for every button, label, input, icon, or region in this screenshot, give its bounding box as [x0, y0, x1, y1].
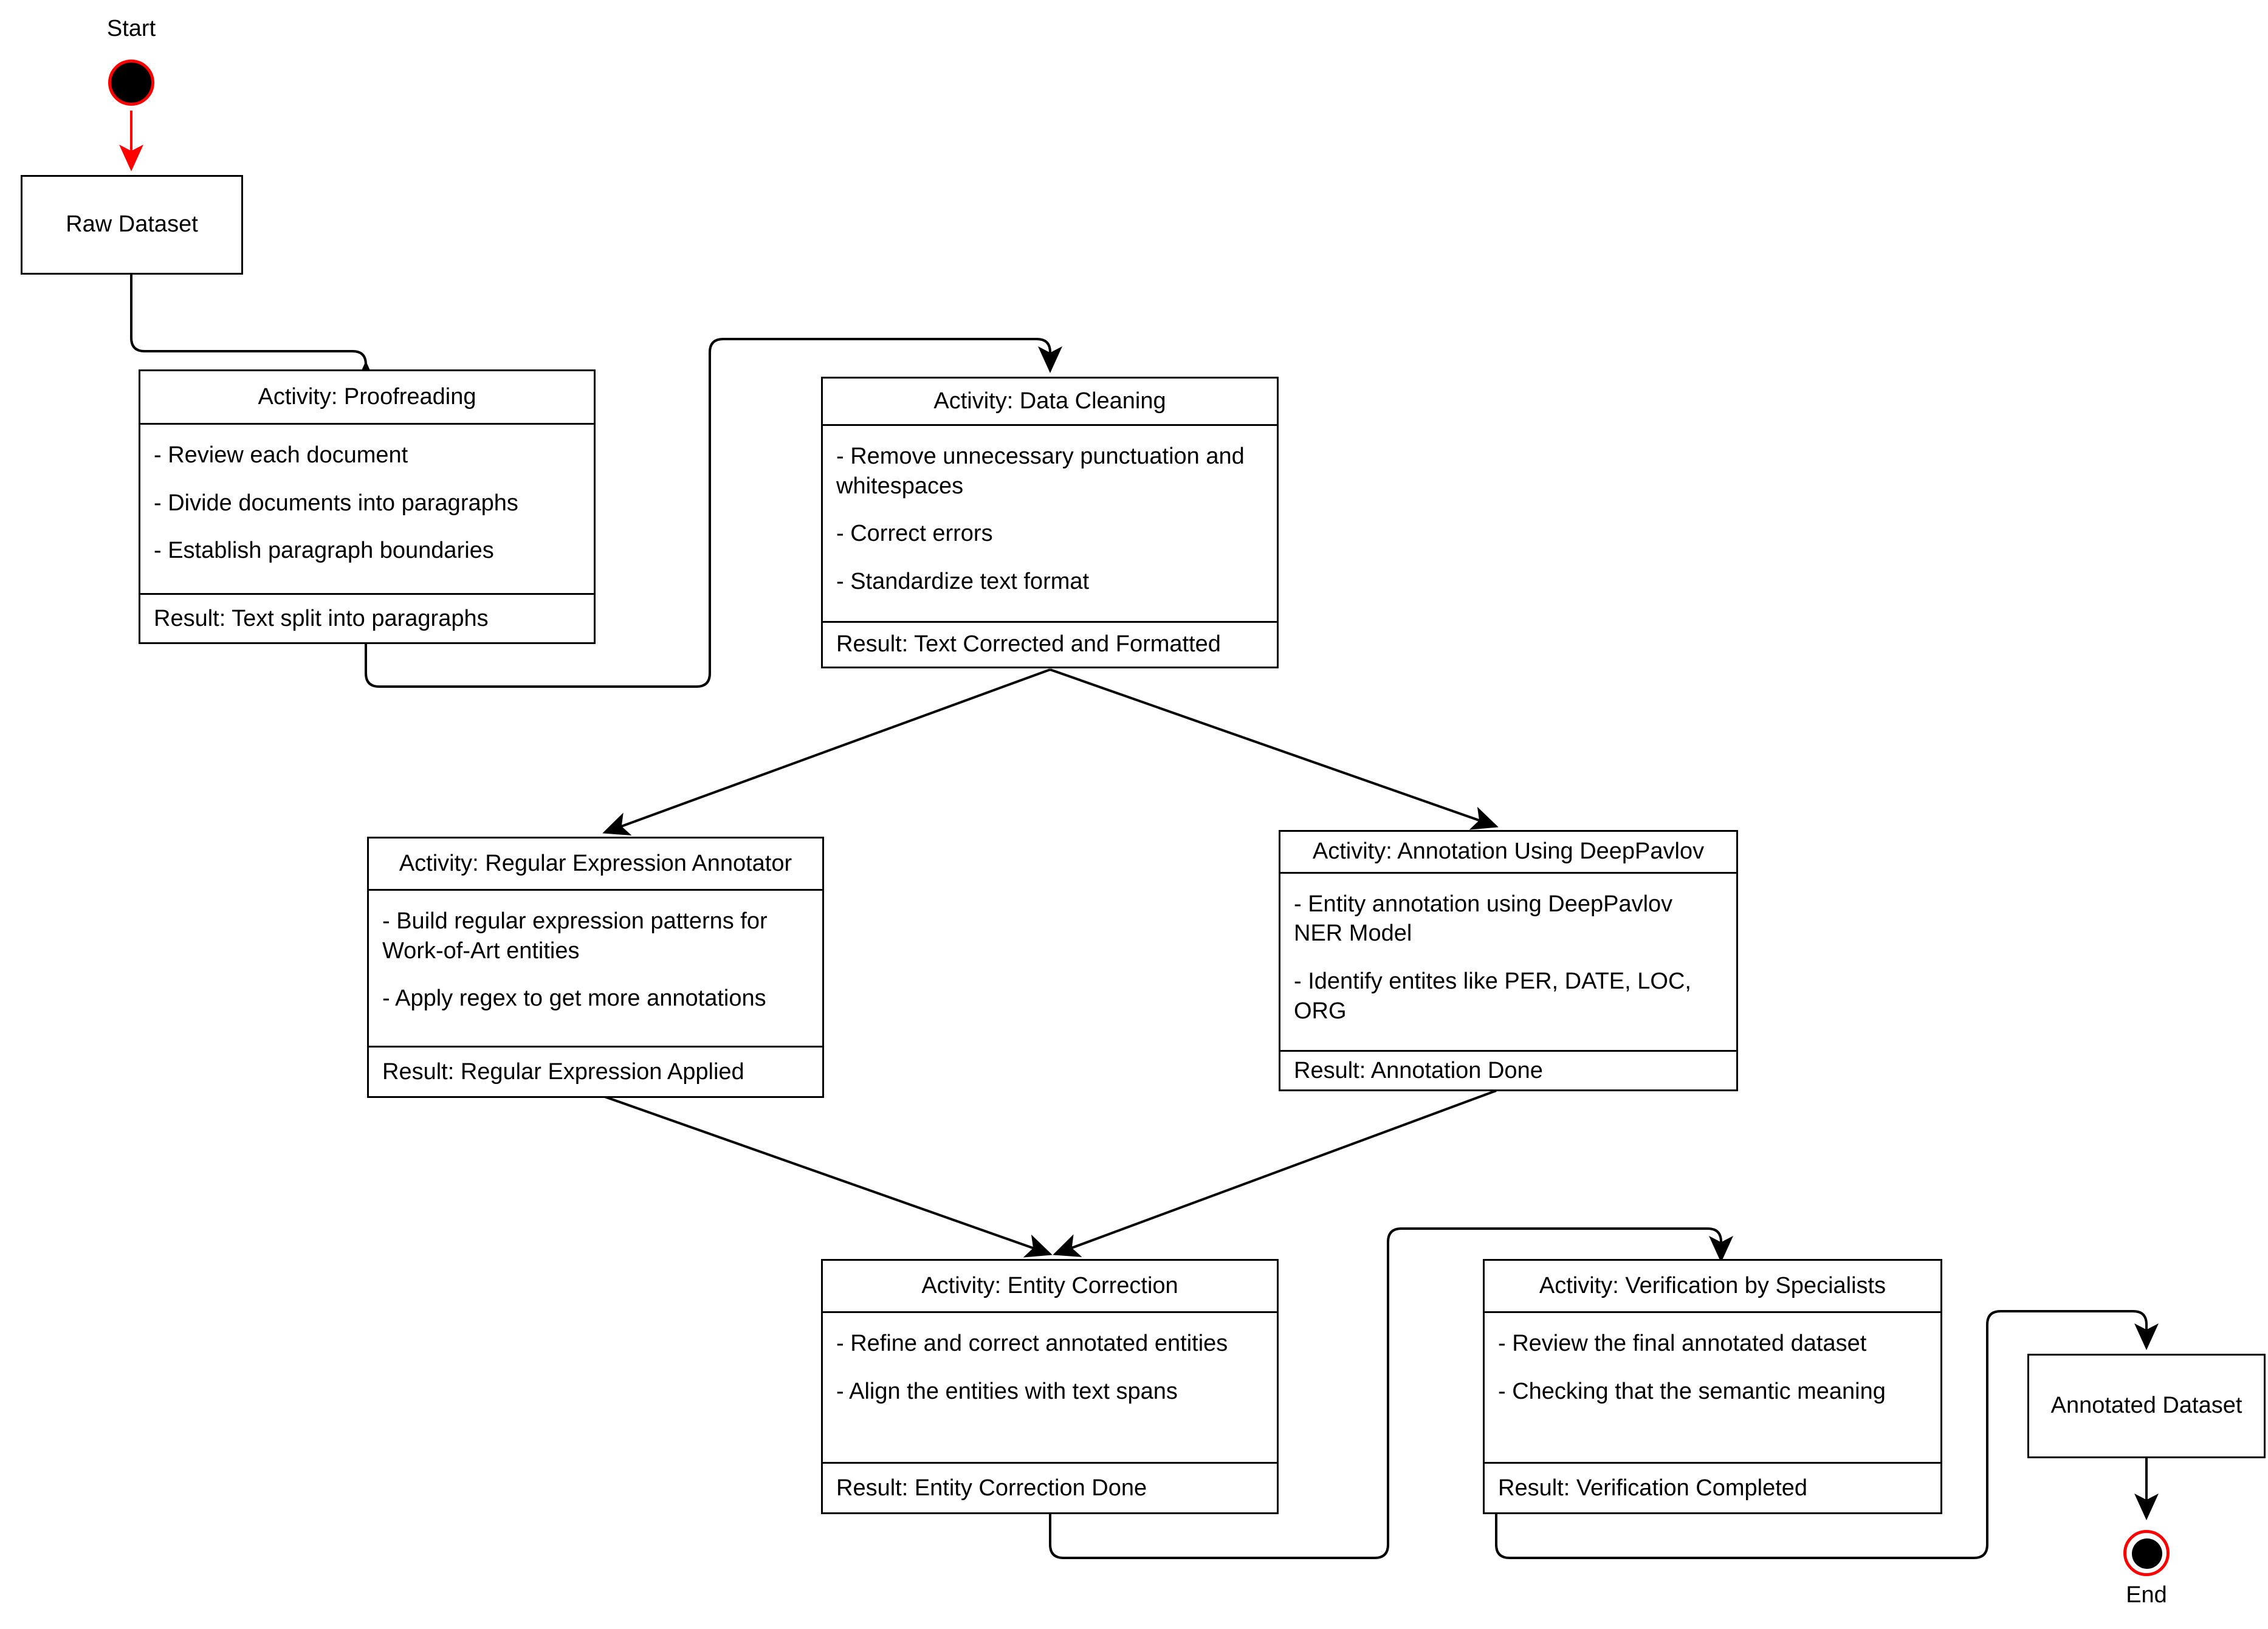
edge-data-cleaning-to-deeppavlov: [1050, 668, 1499, 830]
entity-correction-bullet-1: - Refine and correct annotated entities: [836, 1331, 1228, 1356]
verification-result: Result: Verification Completed: [1498, 1475, 1808, 1501]
entity-correction-result: Result: Entity Correction Done: [836, 1475, 1147, 1501]
data-cleaning-bullet-2: - Correct errors: [836, 521, 993, 547]
edge-raw-dataset-to-proofreading: [130, 275, 378, 388]
node-deeppavlov-annotation[interactable]: Activity: Annotation Using DeepPavlov - …: [1279, 830, 1738, 1091]
edge-regex-annotator-to-entity-correction: [604, 1096, 1053, 1258]
node-regex-annotator[interactable]: Activity: Regular Expression Annotator -…: [367, 837, 824, 1098]
end-label: End: [2126, 1582, 2167, 1608]
edge-data-cleaning-to-regex-annotator: [602, 668, 1051, 836]
node-proofreading[interactable]: Activity: Proofreading - Review each doc…: [139, 369, 596, 644]
regex-annotator-bullet-1: - Build regular expression patterns for …: [382, 908, 768, 964]
proofreading-bullet-3: - Establish paragraph boundaries: [154, 538, 494, 564]
verification-bullet-1: - Review the final annotated dataset: [1498, 1331, 1867, 1356]
proofreading-bullet-2: - Divide documents into paragraphs: [154, 490, 518, 516]
deeppavlov-result: Result: Annotation Done: [1294, 1057, 1543, 1083]
data-cleaning-body: - Remove unnecessary punctuation and whi…: [823, 426, 1277, 623]
data-cleaning-result: Result: Text Corrected and Formatted: [836, 631, 1221, 657]
regex-annotator-header: Activity: Regular Expression Annotator: [369, 839, 822, 891]
regex-annotator-bullet-2: - Apply regex to get more annotations: [382, 986, 766, 1012]
end-node[interactable]: [2123, 1530, 2170, 1576]
verification-header: Activity: Verification by Specialists: [1485, 1261, 1940, 1313]
proofreading-bullet-1: - Review each document: [154, 442, 408, 468]
deeppavlov-body: - Entity annotation using DeepPavlov NER…: [1280, 874, 1736, 1052]
entity-correction-bullet-2: - Align the entities with text spans: [836, 1378, 1178, 1404]
start-label: Start: [106, 16, 156, 41]
node-entity-correction[interactable]: Activity: Entity Correction - Refine and…: [821, 1259, 1279, 1514]
data-cleaning-header: Activity: Data Cleaning: [823, 379, 1277, 427]
node-annotated-dataset[interactable]: Annotated Dataset: [2027, 1354, 2266, 1458]
proofreading-header: Activity: Proofreading: [140, 371, 594, 425]
edge-deeppavlov-to-entity-correction: [1053, 1089, 1497, 1257]
annotated-dataset-label: Annotated Dataset: [2050, 1393, 2242, 1419]
start-node[interactable]: [108, 60, 154, 106]
proofreading-body: - Review each document - Divide document…: [140, 425, 594, 595]
verification-body: - Review the final annotated dataset - C…: [1485, 1313, 1940, 1464]
data-cleaning-bullet-1: - Remove unnecessary punctuation and whi…: [836, 444, 1245, 499]
verification-bullet-2: - Checking that the semantic meaning: [1498, 1378, 1886, 1404]
deeppavlov-bullet-1: - Entity annotation using DeepPavlov NER…: [1294, 891, 1673, 947]
node-verification[interactable]: Activity: Verification by Specialists - …: [1483, 1259, 1942, 1514]
regex-annotator-body: - Build regular expression patterns for …: [369, 891, 822, 1048]
proofreading-result: Result: Text split into paragraphs: [154, 605, 489, 631]
end-node-core: [2132, 1538, 2162, 1569]
entity-correction-header: Activity: Entity Correction: [823, 1261, 1277, 1313]
node-raw-dataset[interactable]: Raw Dataset: [21, 175, 243, 275]
data-cleaning-bullet-3: - Standardize text format: [836, 568, 1090, 594]
entity-correction-body: - Refine and correct annotated entities …: [823, 1313, 1277, 1464]
node-data-cleaning[interactable]: Activity: Data Cleaning - Remove unneces…: [821, 377, 1279, 668]
deeppavlov-header: Activity: Annotation Using DeepPavlov: [1280, 832, 1736, 874]
deeppavlov-bullet-2: - Identify entites like PER, DATE, LOC, …: [1294, 968, 1691, 1024]
regex-annotator-result: Result: Regular Expression Applied: [382, 1058, 744, 1085]
raw-dataset-label: Raw Dataset: [66, 211, 198, 238]
